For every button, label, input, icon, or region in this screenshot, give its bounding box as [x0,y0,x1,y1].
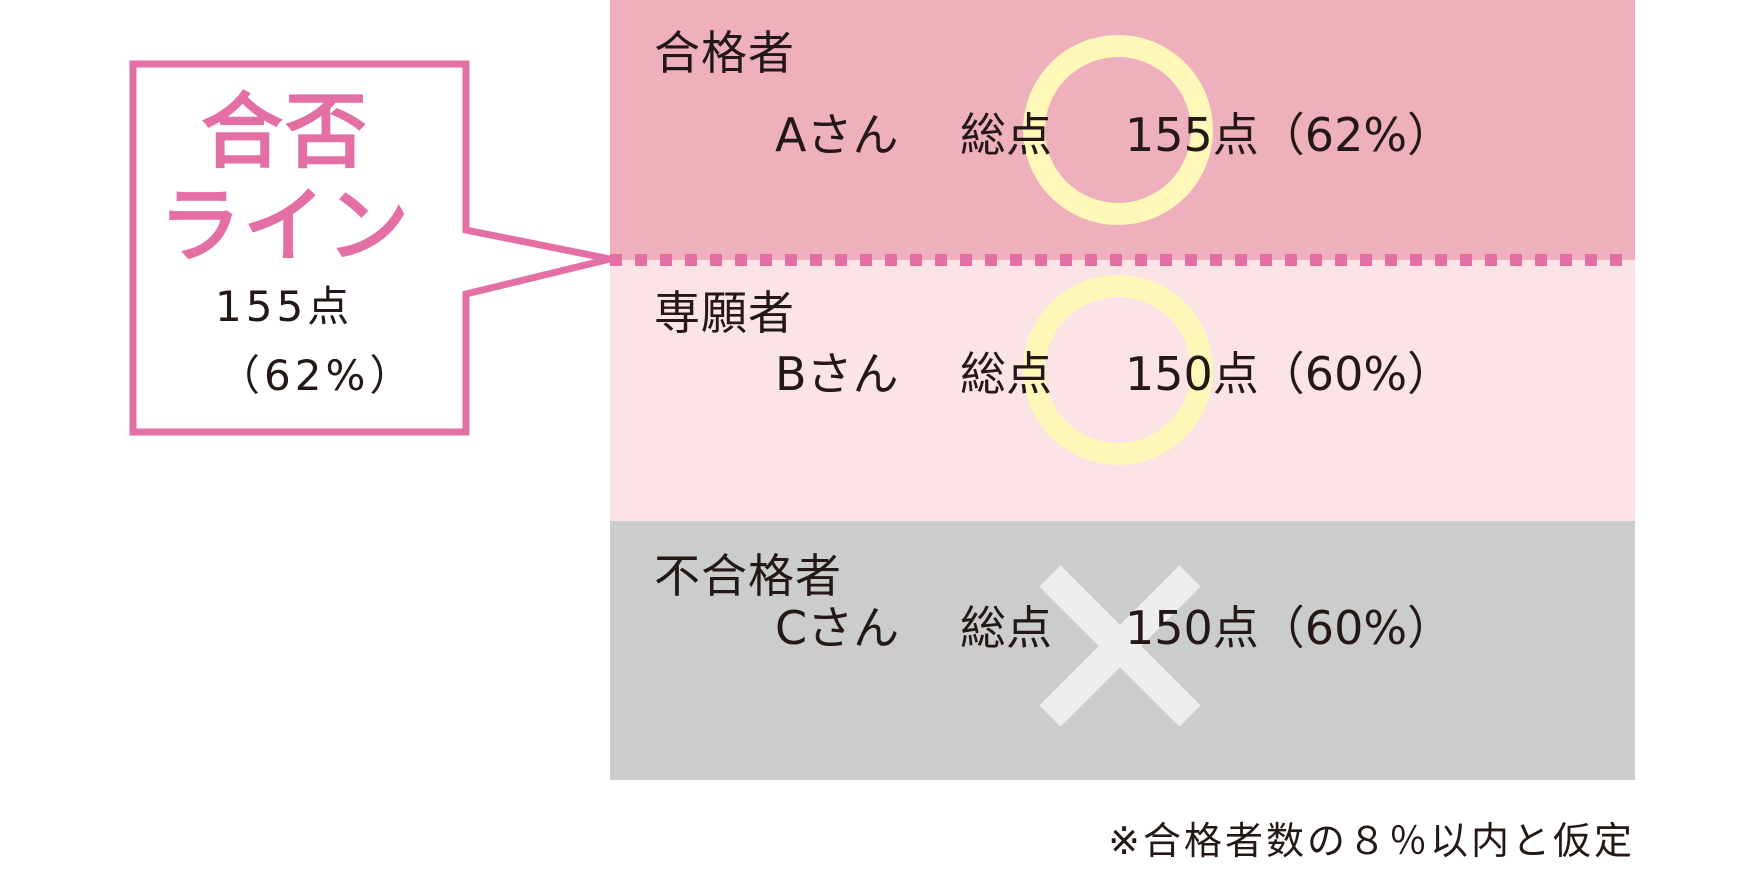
candidate-score: 150点（60%） [1125,601,1454,655]
band-passed-title: 合格者 [654,26,795,80]
total-score-label: 総点 [960,601,1052,655]
callout-score: 155点 [215,282,354,331]
total-score-label: 総点 [960,347,1052,401]
candidate-score: 150点（60%） [1125,347,1454,401]
pass-line-dotted [610,254,1635,266]
callout-title-line2: ライン [158,179,411,274]
callout-box [129,60,611,436]
band-failed-title: 不合格者 [654,549,842,603]
candidate-score: 155点（62%） [1125,108,1454,162]
candidate-name: Bさん [775,347,899,401]
candidate-name: Cさん [775,601,900,655]
band-dedicated-title: 専願者 [654,286,795,340]
callout-title-line1: 合否 [200,85,369,180]
total-score-label: 総点 [960,108,1052,162]
footnote: ※合格者数の８％以内と仮定 [1108,819,1635,863]
callout-percent: （62%） [218,351,416,400]
candidate-name: Aさん [775,108,899,162]
